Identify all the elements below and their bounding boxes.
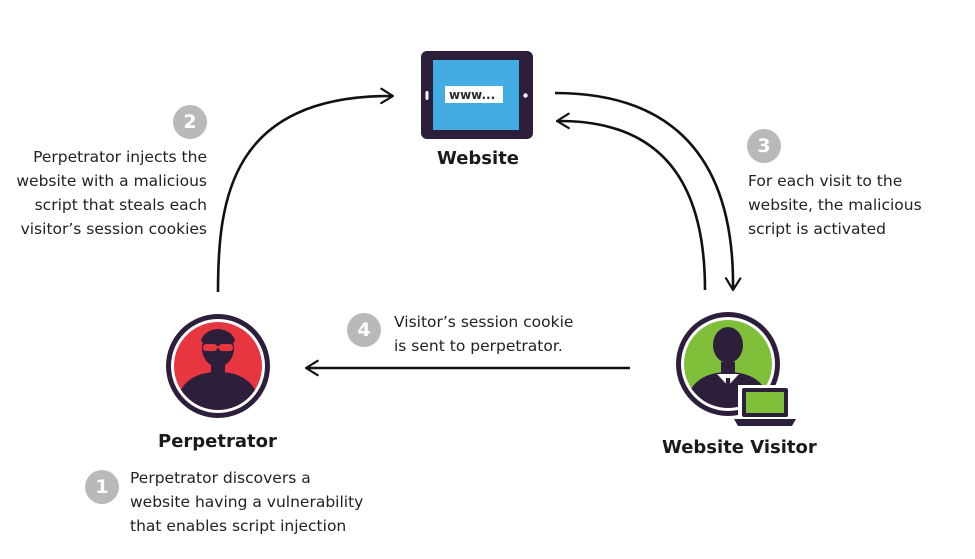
step-2-line: script that steals each xyxy=(34,196,207,214)
step-3-line: script is activated xyxy=(748,220,886,238)
step-1-line: website having a vulnerability xyxy=(130,493,364,511)
step-3-line: For each visit to the xyxy=(748,172,903,190)
step-2-line: website with a malicious xyxy=(16,172,207,190)
hacker-icon xyxy=(166,314,270,418)
step-3-text: For each visit to the website, the malic… xyxy=(748,169,922,241)
arrow-perpetrator-to-website xyxy=(216,87,395,293)
perpetrator-label: Perpetrator xyxy=(158,431,277,452)
step-4-badge: 4 xyxy=(347,313,381,347)
step-2-line: visitor’s session cookies xyxy=(20,220,207,238)
step-3-badge: 3 xyxy=(747,129,781,163)
laptop-icon xyxy=(734,385,796,426)
step-4-line: is sent to perpetrator. xyxy=(394,337,563,355)
step-1-badge: 1 xyxy=(85,470,119,504)
tablet-icon: www... xyxy=(421,51,533,139)
step-3-line: website, the malicious xyxy=(748,196,922,214)
website-label: Website xyxy=(437,148,520,169)
step-2-line: Perpetrator injects the xyxy=(33,148,207,166)
visitor-label: Website Visitor xyxy=(662,437,817,458)
step-4-line: Visitor’s session cookie xyxy=(394,313,574,331)
step-2-badge: 2 xyxy=(173,105,207,139)
step-1-line: Perpetrator discovers a xyxy=(130,469,311,487)
step-1-line: that enables script injection xyxy=(130,517,347,535)
step-2-text: Perpetrator injects the website with a m… xyxy=(6,145,207,241)
url-text: www... xyxy=(449,88,495,102)
step-4-text: Visitor’s session cookie is sent to perp… xyxy=(394,310,573,358)
arrow-visitor-to-website xyxy=(555,112,707,291)
step-1-text: Perpetrator discovers a website having a… xyxy=(130,466,363,538)
arrow-website-to-visitor xyxy=(554,91,742,292)
